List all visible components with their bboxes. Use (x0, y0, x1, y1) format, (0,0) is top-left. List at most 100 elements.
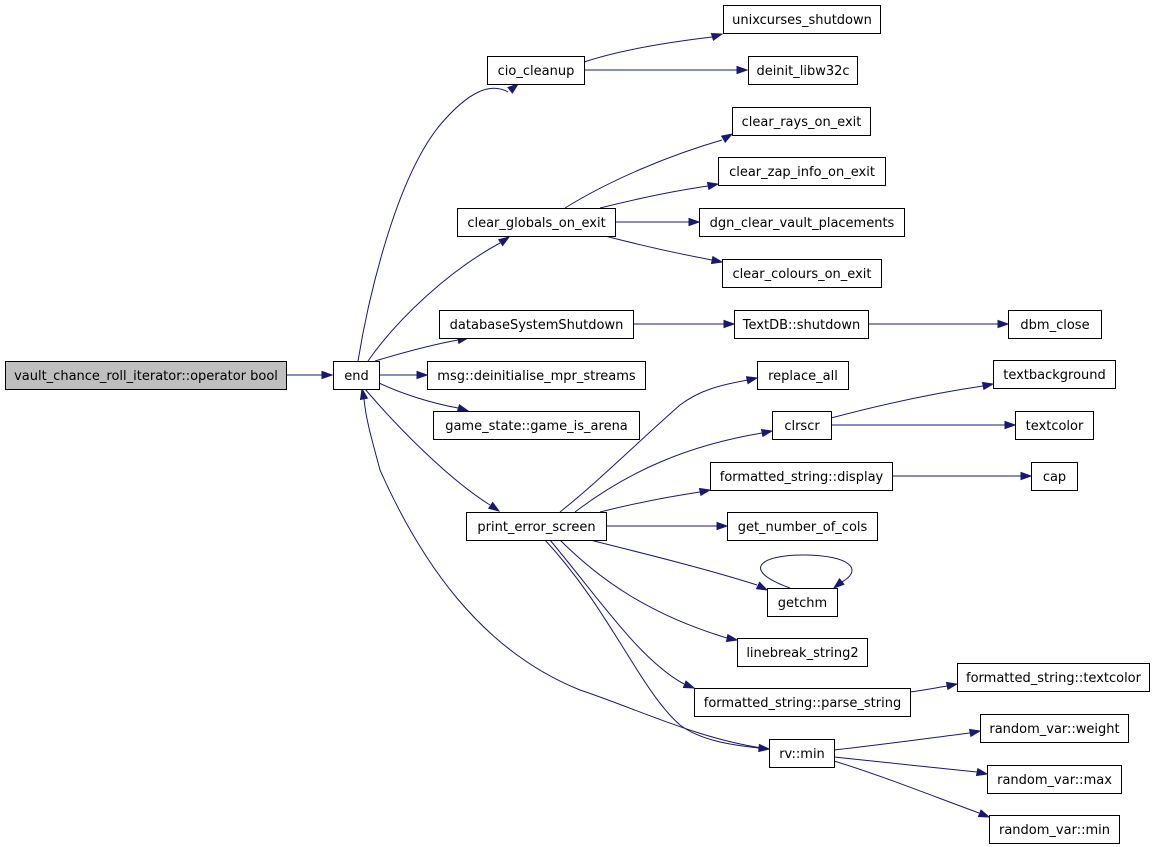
node-linebreak-string2[interactable]: linebreak_string2 (737, 638, 868, 667)
edge-line (583, 36, 713, 63)
node-clear-zap-info-on-exit[interactable]: clear_zap_info_on_exit (718, 157, 886, 186)
node-deinit-libw32c[interactable]: deinit_libw32c (748, 56, 858, 85)
arrowhead (710, 255, 724, 265)
node-box[interactable] (333, 361, 380, 390)
arrowhead (760, 428, 774, 438)
node-random-var-weight[interactable]: random_var::weight (980, 714, 1129, 743)
node-fs-display[interactable]: formatted_string::display (710, 462, 893, 491)
node-box[interactable] (993, 360, 1116, 389)
node-game-is-arena[interactable]: game_state::game_is_arena (433, 411, 640, 440)
edge-line (604, 235, 713, 261)
node-box[interactable] (699, 208, 905, 237)
node-textcolor[interactable]: textcolor (1015, 411, 1094, 440)
node-dbm-close[interactable]: dbm_close (1008, 310, 1102, 339)
node-getchm[interactable]: getchm (767, 588, 838, 617)
node-box[interactable] (748, 56, 858, 85)
node-random-var-max[interactable]: random_var::max (987, 765, 1122, 794)
edge-line (564, 139, 723, 209)
node-box[interactable] (694, 688, 911, 717)
node-box[interactable] (957, 663, 1150, 692)
edge-line (830, 385, 984, 419)
arrowhead (832, 578, 845, 589)
node-label: game_state::game_is_arena (445, 419, 628, 434)
edge-print_error_screen-to-replace_all (559, 376, 759, 513)
node-clear-rays-on-exit[interactable]: clear_rays_on_exit (732, 107, 871, 136)
edge-line (833, 732, 971, 751)
node-clear-globals-on-exit[interactable]: clear_globals_on_exit (457, 208, 616, 237)
arrowhead (507, 83, 520, 94)
arrowhead (720, 133, 734, 144)
arrowhead (736, 65, 749, 75)
node-label: cio_cleanup (498, 64, 575, 79)
arrowhead (688, 217, 701, 227)
node-textdb-shutdown[interactable]: TextDB::shutdown (734, 310, 869, 339)
node-box[interactable] (1008, 310, 1102, 339)
node-random-var-min[interactable]: random_var::min (989, 815, 1120, 844)
node-cap[interactable]: cap (1031, 462, 1078, 491)
edge-end-to-databaseSystemShutdown (374, 335, 470, 362)
edge-root-to-end (286, 370, 334, 380)
arrowhead (968, 728, 982, 738)
arrowhead (725, 633, 739, 643)
arrowhead (682, 680, 696, 689)
node-box[interactable] (767, 588, 838, 617)
node-get-number-of-cols[interactable]: get_number_of_cols (727, 512, 878, 541)
node-box[interactable] (1031, 462, 1078, 491)
node-deinitialise-mpr[interactable]: msg::deinitialise_mpr_streams (427, 361, 646, 390)
edge-clear_globals_on_exit-to-clear_zap_info_on_exit (599, 181, 720, 209)
node-box[interactable] (772, 411, 832, 440)
node-box[interactable] (769, 739, 835, 768)
node-end[interactable]: end (333, 361, 380, 390)
node-box[interactable] (987, 765, 1122, 794)
node-box[interactable] (1015, 411, 1094, 440)
edge-line (599, 491, 701, 513)
node-replace-all[interactable]: replace_all (757, 361, 849, 390)
node-box[interactable] (433, 411, 640, 440)
node-print-error-screen[interactable]: print_error_screen (466, 512, 607, 541)
node-label: replace_all (768, 369, 838, 384)
node-textbackground[interactable]: textbackground (993, 360, 1116, 389)
node-clear-colours-on-exit[interactable]: clear_colours_on_exit (722, 259, 882, 288)
node-box[interactable] (718, 157, 886, 186)
arrowhead (321, 370, 334, 380)
arrowhead (745, 376, 759, 385)
node-unixcurses-shutdown[interactable]: unixcurses_shutdown (723, 5, 881, 34)
node-box[interactable] (466, 512, 607, 541)
node-root[interactable]: vault_chance_roll_iterator::operator boo… (5, 361, 287, 390)
node-box[interactable] (732, 107, 871, 136)
arrowhead (977, 809, 991, 818)
edge-line (833, 760, 980, 814)
node-dgn-clear-vault-placements[interactable]: dgn_clear_vault_placements (699, 208, 905, 237)
edge-end-to-print_error_screen (364, 388, 501, 512)
node-box[interactable] (439, 310, 634, 339)
edge-line (833, 756, 978, 773)
node-fs-parse-string[interactable]: formatted_string::parse_string (694, 688, 911, 717)
node-cio-cleanup[interactable]: cio_cleanup (487, 56, 585, 85)
node-box[interactable] (723, 5, 881, 34)
node-databaseSystemShutdown[interactable]: databaseSystemShutdown (439, 310, 634, 339)
node-box[interactable] (457, 208, 616, 237)
node-label: formatted_string::display (720, 470, 884, 485)
node-box[interactable] (487, 56, 585, 85)
node-box[interactable] (5, 361, 287, 390)
node-box[interactable] (737, 638, 868, 667)
edge-line (599, 185, 709, 209)
arrowhead (1020, 471, 1033, 481)
node-label: linebreak_string2 (746, 646, 858, 661)
node-box[interactable] (727, 512, 878, 541)
edge-line (589, 539, 758, 586)
node-label: msg::deinitialise_mpr_streams (437, 369, 636, 384)
node-fs-textcolor[interactable]: formatted_string::textcolor (957, 663, 1150, 692)
node-label: clear_rays_on_exit (742, 115, 862, 130)
node-box[interactable] (757, 361, 849, 390)
node-rv-min[interactable]: rv::min (769, 739, 835, 768)
node-box[interactable] (710, 462, 893, 491)
arrowhead (416, 370, 429, 380)
node-box[interactable] (980, 714, 1129, 743)
node-box[interactable] (734, 310, 869, 339)
node-box[interactable] (722, 259, 882, 288)
node-clrscr[interactable]: clrscr (772, 411, 832, 440)
node-box[interactable] (989, 815, 1120, 844)
node-box[interactable] (427, 361, 646, 390)
